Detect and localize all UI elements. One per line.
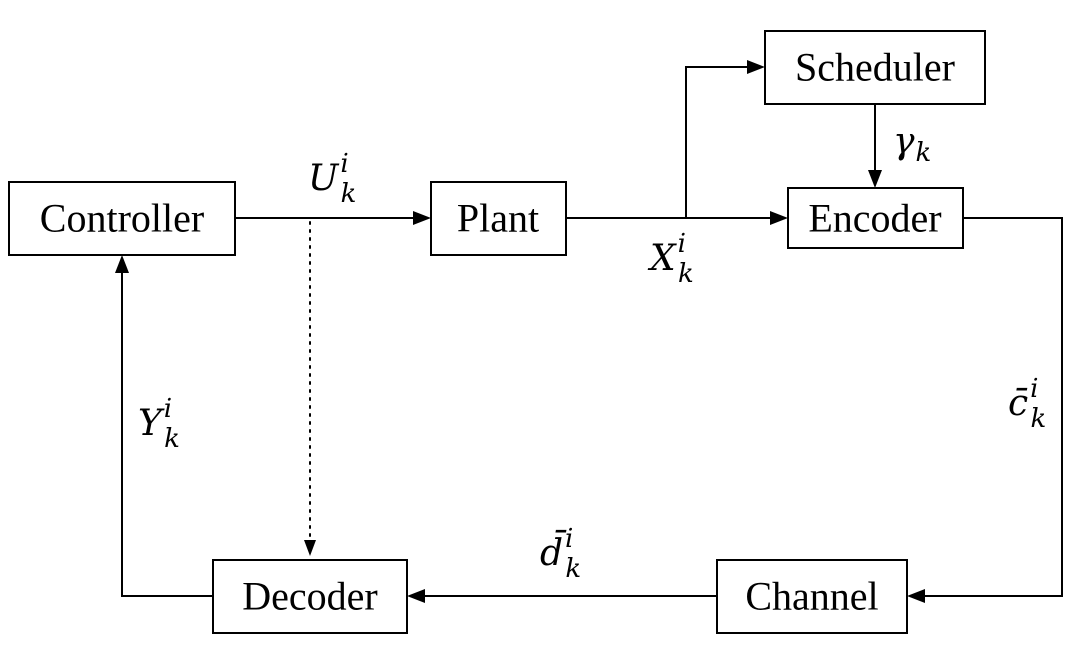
channel-label: Channel bbox=[745, 574, 878, 619]
plant-input-arrowhead bbox=[413, 211, 431, 225]
controller-block: Controller bbox=[8, 181, 236, 256]
scheduler-block: Scheduler bbox=[764, 30, 986, 105]
scheduler-label: Scheduler bbox=[795, 45, 955, 90]
decoder-label: Decoder bbox=[242, 574, 377, 619]
encoder-block: Encoder bbox=[787, 187, 964, 249]
encoder-input-arrowhead bbox=[770, 211, 788, 225]
controller-label: Controller bbox=[40, 196, 204, 241]
decoder-dotted-arrowhead bbox=[304, 540, 316, 556]
plant-label: Plant bbox=[457, 196, 539, 241]
encoder-to-channel-line bbox=[923, 217, 1063, 597]
channel-input-arrowhead bbox=[907, 589, 925, 603]
decoder-block: Decoder bbox=[212, 559, 408, 634]
plant-block: Plant bbox=[430, 181, 567, 256]
encoder-schedule-arrowhead bbox=[868, 170, 882, 188]
signal-gamma-label: γk bbox=[893, 121, 931, 168]
encoder-label: Encoder bbox=[808, 196, 941, 241]
decoder-input-arrowhead bbox=[407, 589, 425, 603]
decoder-to-controller-line bbox=[121, 271, 213, 597]
plant-to-scheduler-line bbox=[685, 66, 749, 218]
channel-block: Channel bbox=[716, 559, 908, 634]
scheduler-input-arrowhead bbox=[747, 60, 765, 74]
controller-input-arrowhead bbox=[115, 255, 129, 273]
